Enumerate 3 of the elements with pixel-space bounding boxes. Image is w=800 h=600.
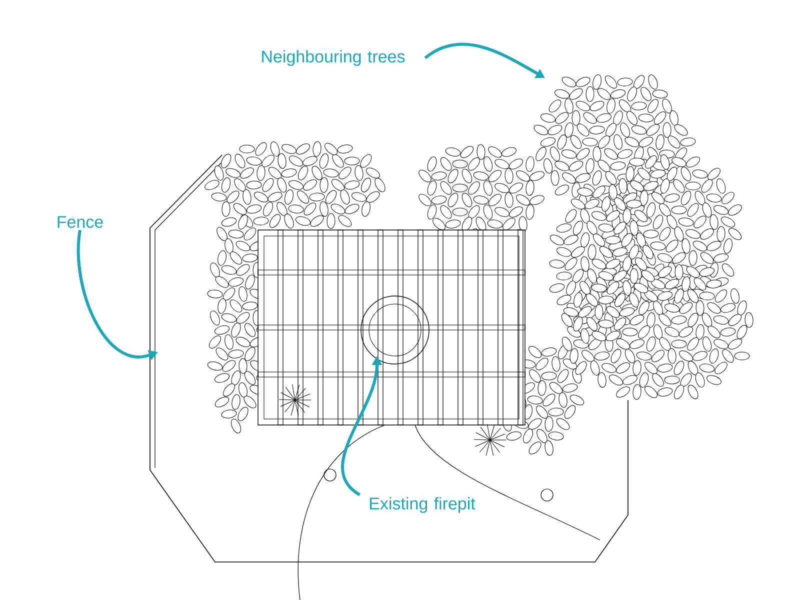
callout-label: Existing firepit [370, 497, 476, 513]
callout-label: Neighbouring trees [262, 50, 405, 66]
callout-label: Fence [58, 216, 103, 228]
